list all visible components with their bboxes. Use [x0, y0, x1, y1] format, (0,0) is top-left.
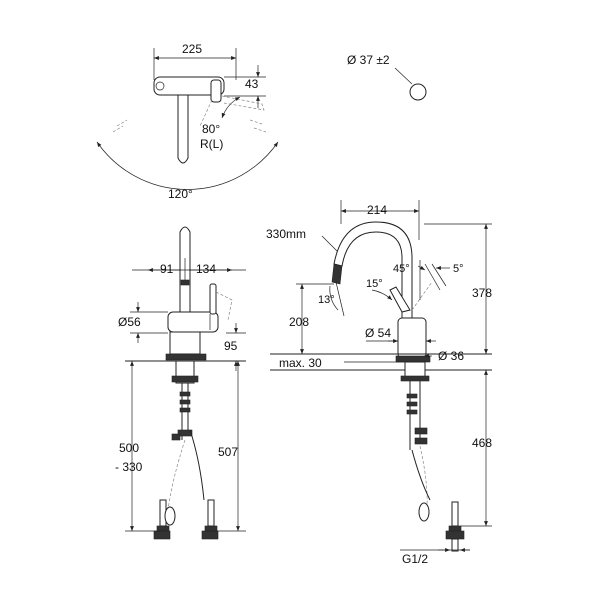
- faucet-body-front: [167, 311, 219, 333]
- faucet-body-side: [397, 317, 427, 359]
- side-angle-13-label: 13°: [318, 294, 335, 306]
- side-thread-label: G1/2: [402, 552, 428, 566]
- side-angle-45-label: 45°: [393, 263, 410, 275]
- hole-diameter-label: Ø 37 ±2: [347, 53, 390, 67]
- front-base-diameter-label: Ø56: [118, 315, 141, 329]
- side-height-208-label: 208: [289, 315, 309, 329]
- side-max-thickness-label: max. 30: [279, 356, 322, 370]
- front-left-label: 91: [160, 262, 174, 276]
- top-rotation-side-label: R(L): [200, 137, 223, 151]
- side-reach-label: 214: [367, 203, 387, 217]
- front-hose-range-b-label: - 330: [115, 460, 143, 474]
- side-body-diameter-label: Ø 54: [365, 326, 391, 340]
- hole-detail: Ø 37 ±2: [347, 53, 427, 101]
- front-view: 91 134 Ø56 95: [115, 226, 246, 540]
- faucet-body-top: [153, 76, 225, 96]
- top-offset-label: 43: [245, 77, 259, 91]
- top-swivel-label: 120°: [168, 187, 193, 201]
- lever-front: [209, 283, 217, 315]
- lever-side: [389, 286, 411, 313]
- front-height-95-label: 95: [224, 339, 238, 353]
- front-hose-total-label: 507: [218, 445, 238, 459]
- lever-top: [210, 79, 222, 103]
- top-view: 225 43 80° R(L) 120°: [96, 42, 279, 201]
- side-lower-468-label: 468: [472, 436, 492, 450]
- top-rotation-label: 80°: [202, 122, 220, 136]
- top-width-label: 225: [182, 42, 202, 56]
- side-shank-diameter-label: Ø 36: [438, 349, 464, 363]
- spout-top: [177, 94, 189, 164]
- side-view: 214 330mm 45° 5° 15° 13° 378 208: [266, 200, 492, 566]
- side-angle-15-label: 15°: [366, 278, 383, 290]
- side-height-378-label: 378: [472, 286, 492, 300]
- front-hose-range-a-label: 500: [119, 441, 139, 455]
- side-angle-5-label: 5°: [453, 263, 464, 275]
- mounting-hole: [409, 83, 427, 101]
- side-hose-length-label: 330mm: [266, 227, 306, 241]
- front-right-label: 134: [196, 262, 216, 276]
